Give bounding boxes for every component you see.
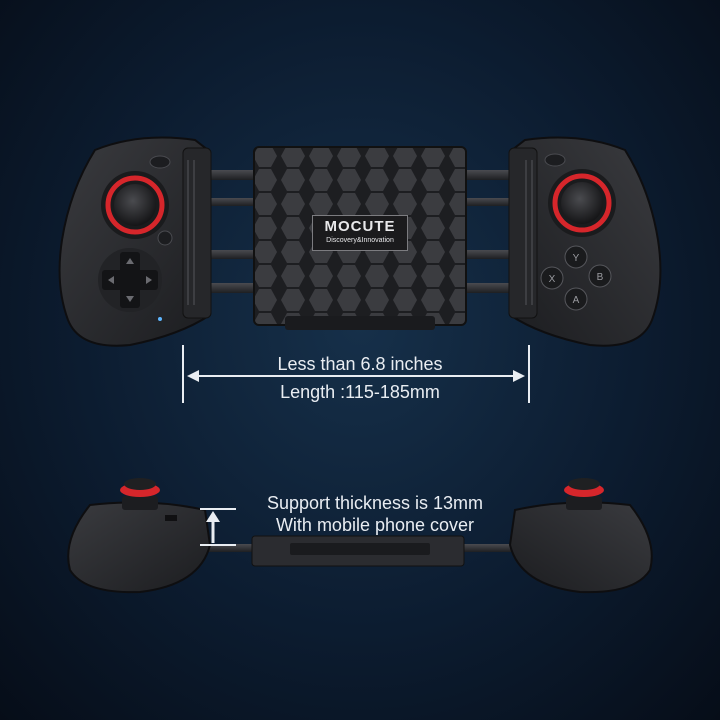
arrow-right-icon (513, 370, 525, 382)
button-a (564, 287, 588, 311)
left-stick (114, 184, 156, 226)
arrow-up-icon (206, 511, 220, 522)
brand-logo: MOCUTE Discovery&Innovation (312, 215, 408, 251)
right-stick-cap (568, 478, 600, 490)
left-clamp (182, 147, 212, 319)
right-stick (561, 182, 603, 224)
button-x (540, 266, 564, 290)
thickness-dimension (200, 508, 236, 546)
dpad-up-icon (126, 258, 134, 264)
dpad-right-icon (146, 276, 152, 284)
brand-tagline: Discovery&Innovation (326, 237, 394, 244)
left-stick-ring (105, 175, 165, 235)
left-stick-shaft (122, 496, 158, 510)
right-grip (508, 136, 662, 347)
button-label: Y (573, 253, 580, 264)
start-button (544, 153, 566, 167)
holder-base (285, 316, 435, 330)
thickness-caption: Support thickness is 13mm (266, 493, 484, 513)
button-label: B (597, 272, 604, 283)
right-clamp (508, 147, 538, 319)
button-y (564, 245, 588, 269)
phone-cover-caption: With mobile phone cover (275, 515, 475, 535)
right-side-grip (508, 501, 653, 594)
length-range-caption: Length :115-185mm (280, 382, 440, 402)
controller-side-view (67, 478, 653, 594)
controller-top-view: Y X B A (58, 136, 662, 347)
brand-name: MOCUTE (324, 218, 396, 235)
button-b (588, 264, 612, 288)
length-dimension (182, 345, 530, 403)
left-stick-cap (124, 478, 156, 490)
button-label: X (549, 274, 556, 285)
right-stick-ring (552, 173, 612, 233)
arrow-left-icon (187, 370, 199, 382)
home-button (157, 230, 173, 246)
left-side-grip (67, 501, 212, 594)
length-caption: Less than 6.8 inches (277, 354, 443, 374)
dpad-horizontal (102, 270, 158, 290)
dpad-left-icon (108, 276, 114, 284)
select-button (149, 155, 171, 169)
left-grip (58, 136, 212, 347)
button-label: A (573, 295, 580, 306)
right-stick-shaft (566, 496, 602, 510)
dpad-down-icon (126, 296, 134, 302)
status-led (158, 317, 162, 321)
